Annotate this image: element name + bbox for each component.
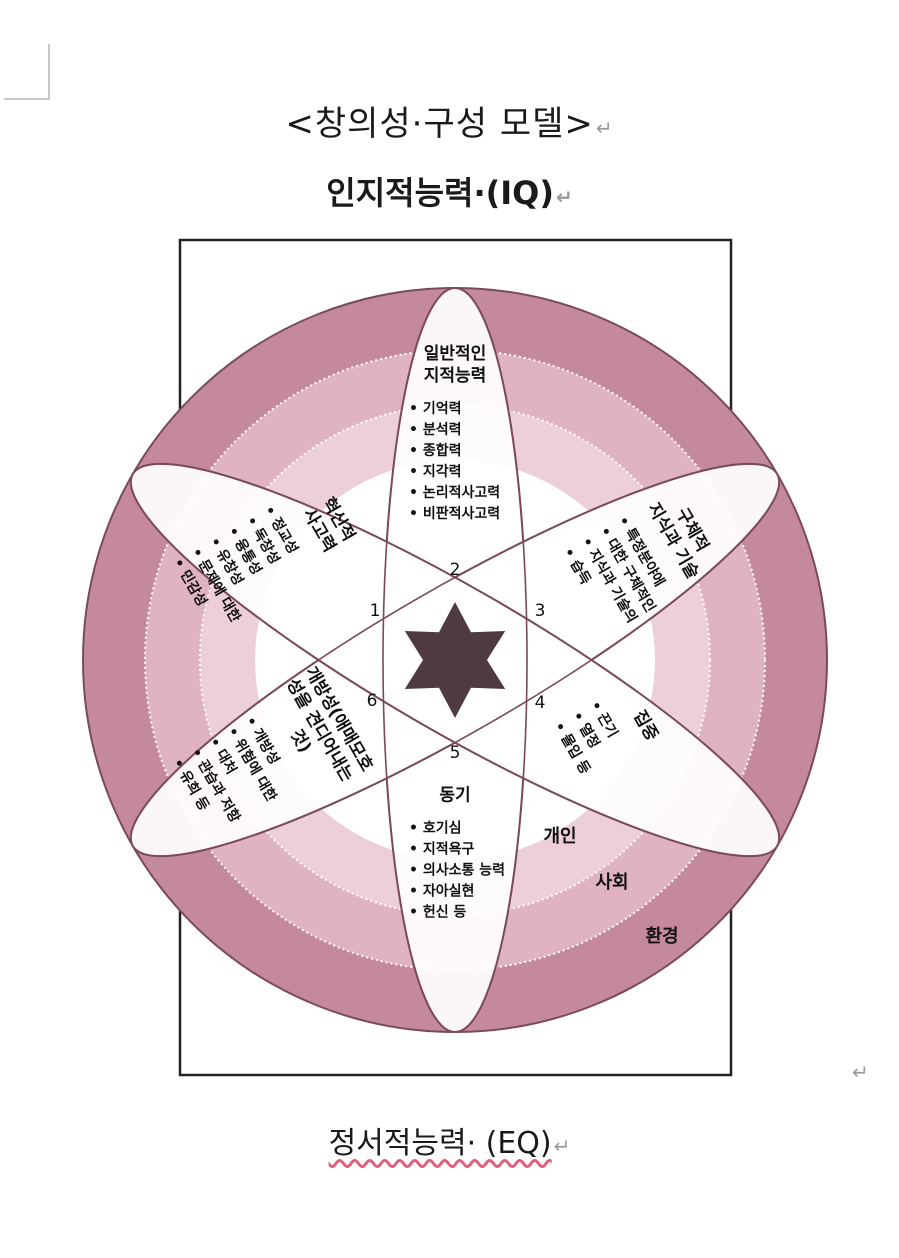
center-star xyxy=(404,602,506,718)
page-title: <창의성·구성 모델>↵ xyxy=(0,96,899,145)
petal-item: • 종합력 xyxy=(409,442,461,459)
petal-item: • 지각력 xyxy=(409,463,461,480)
petal-item: • 헌신 등 xyxy=(409,905,466,921)
paragraph-mark: ↵ xyxy=(852,1060,869,1084)
eq-bracket xyxy=(178,858,733,1077)
page-corner-mark xyxy=(4,44,50,100)
petal-item: • 논리적사고력 xyxy=(409,484,500,501)
petal-outline xyxy=(382,287,528,1033)
petal-item: • 기억력 xyxy=(409,401,461,417)
petal-number: 4 xyxy=(535,693,546,713)
eq-label-text: 정서적능력· (EQ) xyxy=(328,1126,552,1161)
petal-item: • 지적욕구 xyxy=(409,841,474,858)
petal-item: • 자아실현 xyxy=(409,883,474,900)
iq-bracket xyxy=(178,238,733,462)
eq-label: 정서적능력· (EQ)↵ xyxy=(0,1118,899,1162)
page-title-text: <창의성·구성 모델> xyxy=(285,104,594,144)
petal-number: 6 xyxy=(367,691,378,711)
petal-item: • 분석력 xyxy=(409,422,461,438)
petal-heading: 동기 xyxy=(439,786,470,806)
petal-outline xyxy=(130,463,780,857)
iq-label: 인지적능력·(IQ)↵ xyxy=(0,168,899,214)
petal-text-block: 동기 • 호기심 • 지적욕구 • 의사소통 능력 • 자아실현 • 헌신 등 xyxy=(409,786,505,921)
petal-item: • 의사소통 능력 xyxy=(409,862,505,879)
petal-number: 5 xyxy=(450,743,461,763)
petal-number: 2 xyxy=(450,560,461,580)
petal-heading: 지적능력 xyxy=(424,366,487,386)
ring-label: 사회 xyxy=(595,872,628,893)
paragraph-mark: ↵ xyxy=(555,185,573,209)
paragraph-mark: ↵ xyxy=(595,116,614,140)
ring-label: 개인 xyxy=(543,826,576,847)
petal-number: 1 xyxy=(370,601,381,621)
iq-label-text: 인지적능력·(IQ) xyxy=(326,174,554,212)
petal-heading: 일반적인 xyxy=(424,344,487,364)
paragraph-mark: ↵ xyxy=(553,1134,571,1158)
ring-label: 환경 xyxy=(645,925,678,947)
petal-number: 3 xyxy=(535,601,546,621)
petal-item: • 비판적사고력 xyxy=(409,505,500,522)
petal-outline xyxy=(130,463,780,857)
petal-item: • 호기심 xyxy=(409,821,461,837)
